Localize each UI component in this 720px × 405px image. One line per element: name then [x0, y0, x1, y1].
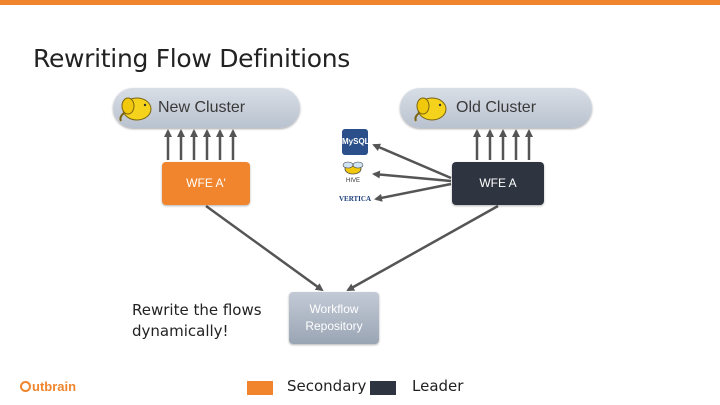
hive-bee-icon — [342, 161, 364, 175]
hadoop-elephant-icon — [119, 97, 152, 122]
rewrite-note: Rewrite the flows dynamically! — [132, 300, 262, 342]
vertica-logo: VERTICA — [338, 195, 372, 203]
old-cluster-up-arrows — [473, 129, 533, 160]
legend-leader-label: Leader — [412, 377, 464, 395]
workflow-repository-node: Workflow Repository — [289, 292, 379, 344]
hadoop-elephant-icon — [414, 97, 447, 122]
hive-logo: HIVE — [337, 160, 369, 184]
outbrain-o-icon — [20, 381, 31, 392]
repo-label-line1: Workflow — [309, 302, 359, 316]
slide-title: Rewriting Flow Definitions — [33, 44, 351, 73]
hive-label: HIVE — [345, 178, 360, 184]
note-line1: Rewrite the flows — [132, 301, 262, 319]
old-cluster-label: Old Cluster — [456, 99, 537, 116]
mysql-logo: MySQL — [342, 129, 370, 155]
legend-secondary-label: Secondary — [287, 377, 367, 395]
legend-secondary-swatch — [247, 381, 273, 395]
brand-name: utbrain — [32, 379, 77, 394]
wfe-to-repo-arrows — [205, 204, 499, 292]
old-cluster: Old Cluster — [400, 88, 592, 128]
wfe-to-db-arrows — [372, 143, 452, 202]
wfe-leader-node: WFE A — [452, 162, 544, 205]
outbrain-logo: utbrain — [20, 379, 76, 394]
note-line2: dynamically! — [132, 322, 229, 340]
wfe-secondary-node: WFE A' — [162, 162, 250, 205]
top-accent-bar — [0, 0, 720, 5]
new-cluster-label: New Cluster — [158, 99, 246, 116]
repo-label-line2: Repository — [305, 319, 363, 333]
new-cluster: New Cluster — [113, 88, 300, 128]
legend-leader-swatch — [370, 381, 396, 395]
new-cluster-up-arrows — [164, 129, 237, 160]
